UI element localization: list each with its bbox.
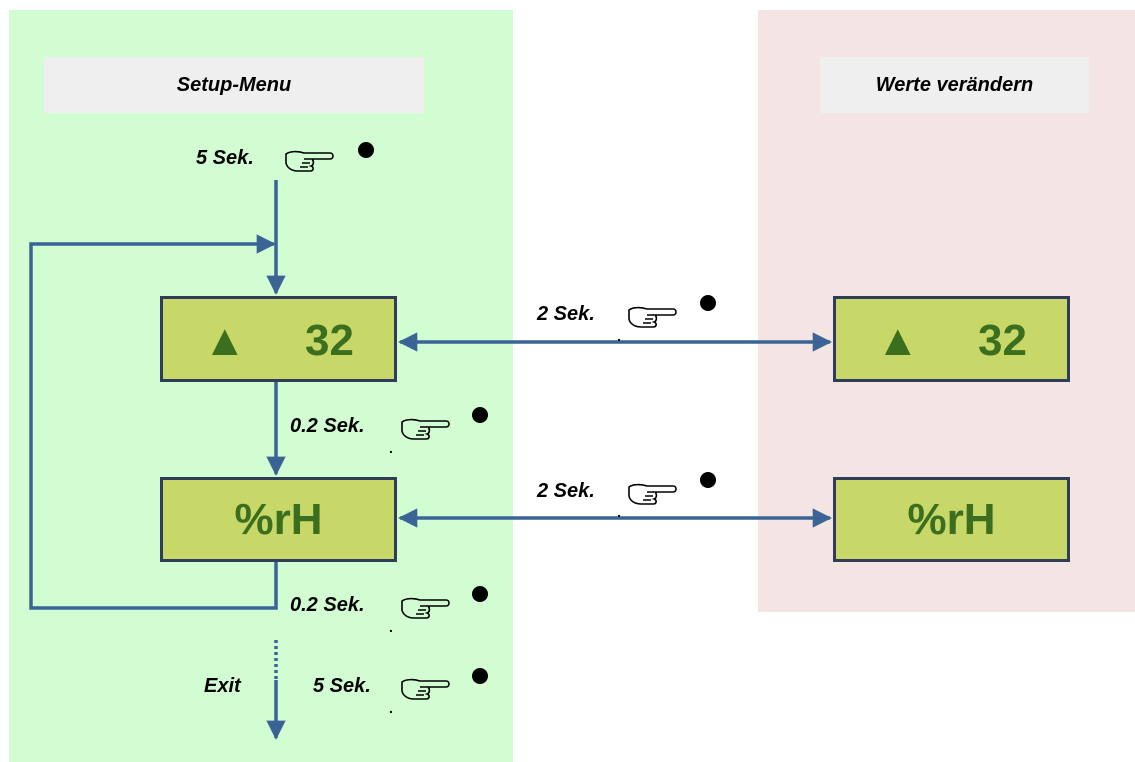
next-time-label-2: 0.2 Sek. — [290, 594, 365, 616]
display-edit-unit: %rH — [833, 477, 1070, 562]
button-dot-icon — [358, 142, 374, 158]
setup-menu-panel — [9, 10, 513, 762]
edit-time-label-2: 2 Sek. — [537, 480, 595, 502]
pointing-hand-icon — [628, 306, 677, 328]
display-value: 32 — [305, 316, 354, 365]
display-unit: %rH — [234, 495, 323, 544]
setup-menu-header: Setup-Menu — [44, 57, 424, 113]
up-triangle-icon: ▲ — [876, 316, 920, 365]
button-dot-icon — [472, 668, 488, 684]
button-dot-icon — [472, 407, 488, 423]
change-values-header: Werte verändern — [820, 57, 1089, 113]
pointing-hand-icon — [628, 483, 677, 505]
entry-time-label: 5 Sek. — [196, 147, 254, 169]
display-edit-value: ▲ 32 — [833, 296, 1070, 382]
pointing-hand-icon — [401, 418, 450, 440]
display-setup-unit: %rH — [160, 477, 397, 562]
next-time-label-1: 0.2 Sek. — [290, 415, 365, 437]
pointing-hand-icon — [401, 597, 450, 619]
edit-time-label-1: 2 Sek. — [537, 303, 595, 325]
display-unit: %rH — [907, 495, 996, 544]
pointing-hand-icon — [285, 150, 334, 172]
display-value: 32 — [978, 316, 1027, 365]
up-triangle-icon: ▲ — [203, 316, 247, 365]
button-dot-icon — [472, 586, 488, 602]
pointing-hand-icon — [401, 678, 450, 700]
exit-label: Exit — [204, 675, 241, 697]
button-dot-icon — [700, 295, 716, 311]
exit-time-label: 5 Sek. — [313, 675, 371, 697]
button-dot-icon — [700, 472, 716, 488]
display-setup-value: ▲ 32 — [160, 296, 397, 382]
